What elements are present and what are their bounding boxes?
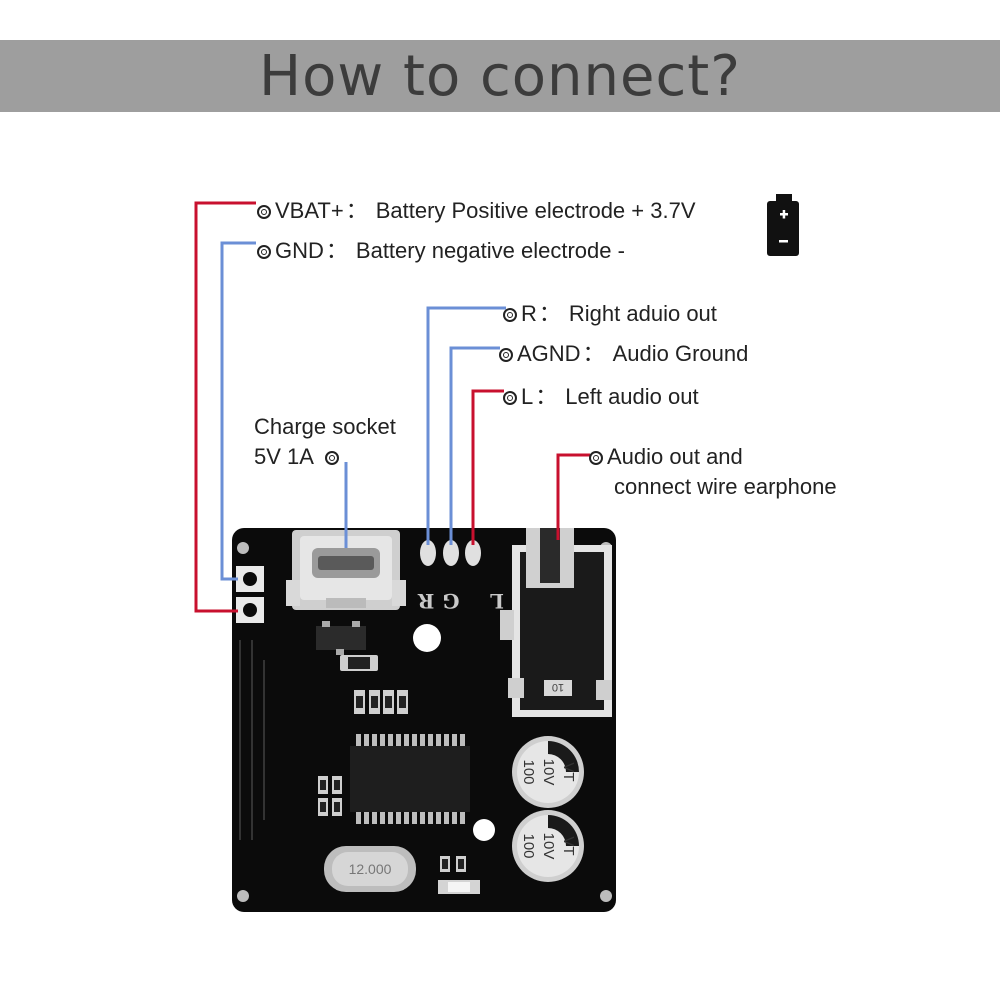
mounting-hole [600,890,612,902]
main-ic [350,734,470,824]
audio-jack: 10 [500,528,612,717]
agnd-label: AGND：Audio Ground [499,336,748,368]
usb-charge-socket [286,530,406,610]
pin-letter-g: G [442,589,459,613]
svg-text:VT: VT [560,762,577,781]
capacitor-top: 100 10V VT [512,736,584,808]
charge-socket-label: Charge socket 5V 1A [254,414,396,469]
capacitor-bottom: 100 10V VT [512,810,584,882]
title-banner: How to connect? [0,40,1000,112]
svg-text:10V: 10V [540,759,557,786]
connector-bullet-icon [503,391,517,405]
mounting-hole [237,890,249,902]
connector-bullet-icon [503,308,517,322]
audio-out-wire [556,453,590,540]
connector-bullet-icon [499,348,513,362]
r-wire [426,306,506,545]
connector-bullet-icon [589,451,603,465]
l-wire [471,389,504,545]
audio-out-label: Audio out and connect wire earphone [589,442,837,502]
agnd-wire [449,346,500,545]
connector-bullet-icon [257,245,271,259]
vbat-label: VBAT+：Battery Positive electrode + 3.7V [257,193,696,225]
l-label: L：Left audio out [503,379,699,411]
jack-marking: 10 [552,681,564,693]
battery-icon [767,194,799,256]
connector-bullet-icon [324,451,339,465]
svg-text:VT: VT [560,836,577,855]
svg-text:10V: 10V [540,833,557,860]
mounting-hole [473,819,495,841]
r-label: R：Right aduio out [503,296,717,328]
mounting-hole [237,542,249,554]
mounting-hole [413,624,441,652]
pin-letter-r: R [417,589,434,613]
vbat-wire [194,201,256,613]
gnd-label: GND：Battery negative electrode - [257,233,625,265]
crystal-oscillator: 12.000 [324,846,416,892]
connector-bullet-icon [257,205,271,219]
gnd-wire [220,241,256,581]
svg-text:100: 100 [520,833,537,858]
pcb-board: L G R 10 [232,528,616,912]
pin-letter-l: L [490,589,504,613]
page-title: How to connect? [259,43,741,109]
svg-text:12.000: 12.000 [349,861,392,877]
svg-text:100: 100 [520,759,537,784]
